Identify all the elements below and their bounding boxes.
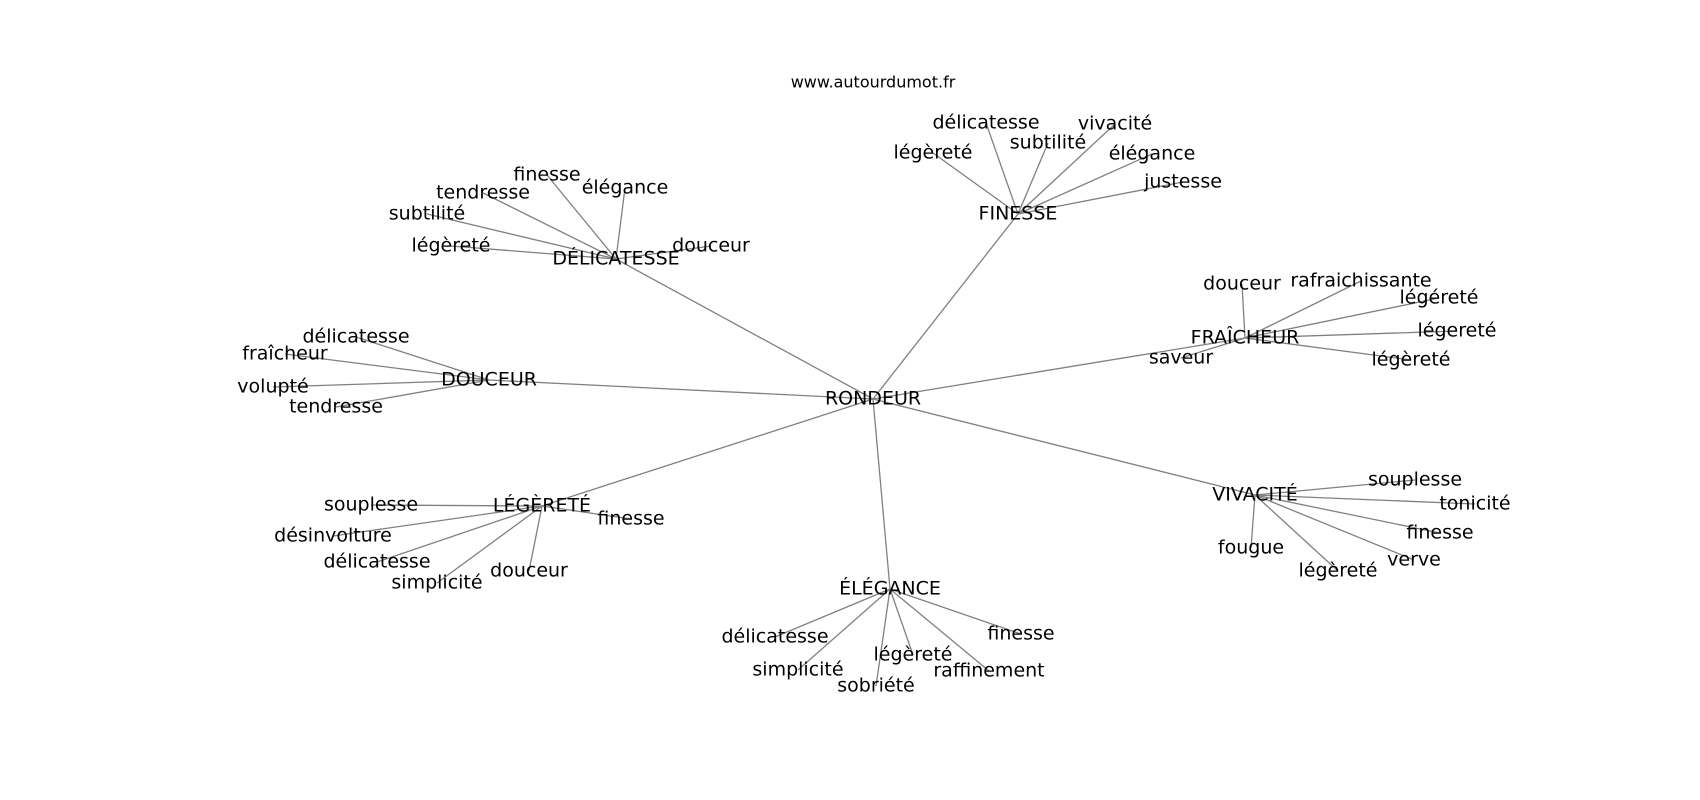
edge-cluster-to-word [436, 505, 543, 584]
word-node[interactable]: délicatesse [932, 112, 1039, 134]
edge-cluster-to-word [1254, 494, 1441, 534]
edge-cluster-to-word [1244, 337, 1412, 361]
word-node[interactable]: douceur [1203, 273, 1281, 295]
word-node[interactable]: légèreté [894, 142, 973, 164]
cluster-node[interactable]: DÉLICATESSE [552, 247, 679, 270]
edge-cluster-to-word [889, 588, 990, 672]
edge-cluster-to-word [272, 379, 490, 388]
word-node[interactable]: légèreté [874, 644, 953, 666]
edge-cluster-to-word [1180, 337, 1246, 359]
word-node[interactable]: délicatesse [302, 326, 409, 348]
edge-cluster-to-word [797, 588, 891, 671]
word-node[interactable]: finesse [513, 164, 580, 186]
cluster-node[interactable]: FINESSE [979, 203, 1058, 225]
graph-labels: www.autourdumot.fr RONDEUR FINESSE délicat… [237, 73, 1510, 697]
word-node[interactable]: finesse [597, 508, 664, 530]
edge-cluster-to-word [889, 588, 1022, 635]
edge-center-to-cluster [872, 213, 1019, 400]
word-node[interactable]: simplicité [391, 572, 482, 594]
word-node[interactable]: légèreté [1299, 560, 1378, 582]
word-node[interactable]: désinvolture [274, 525, 392, 547]
edge-center-to-cluster [872, 337, 1246, 400]
edge-center-to-cluster [541, 398, 874, 507]
edge-cluster-to-word [1017, 142, 1049, 215]
word-node[interactable]: légèreté [412, 235, 491, 257]
edge-cluster-to-word [985, 122, 1019, 215]
center-node[interactable]: RONDEUR [825, 388, 921, 410]
word-node[interactable]: légéreté [1400, 287, 1479, 309]
word-node[interactable]: tendresse [289, 396, 383, 418]
edge-cluster-to-word [1244, 330, 1458, 339]
edge-cluster-to-word [1244, 280, 1362, 339]
edge-cluster-to-word [889, 588, 914, 656]
edge-cluster-to-word [332, 505, 543, 537]
cluster-node[interactable]: VIVACITÉ [1212, 483, 1298, 506]
word-node[interactable]: saveur [1149, 347, 1214, 369]
word-node[interactable]: élégance [1109, 143, 1196, 165]
word-node[interactable]: douceur [490, 560, 568, 582]
word-node[interactable]: raffinement [933, 660, 1044, 682]
graph-edges [272, 122, 1476, 687]
edge-cluster-to-word [528, 505, 543, 572]
word-node[interactable]: fraîcheur [242, 343, 328, 365]
edge-cluster-to-word [1241, 283, 1246, 339]
edge-cluster-to-word [615, 187, 626, 260]
edge-center-to-cluster [488, 379, 874, 400]
edge-cluster-to-word [875, 588, 891, 687]
word-node[interactable]: légereté [1418, 320, 1497, 342]
word-node[interactable]: sobriété [837, 675, 915, 697]
edge-cluster-to-word [426, 213, 617, 260]
word-node[interactable]: simplicité [752, 659, 843, 681]
edge-cluster-to-word [1017, 181, 1184, 215]
edge-cluster-to-word [615, 245, 712, 260]
word-node[interactable]: délicatesse [721, 626, 828, 648]
word-node[interactable]: finesse [1406, 522, 1473, 544]
word-node[interactable]: subtilité [389, 203, 465, 225]
cluster-node[interactable]: ÉLÉGANCE [839, 577, 941, 600]
edge-cluster-to-word [932, 152, 1019, 215]
edge-cluster-to-word [1254, 494, 1339, 572]
site-url: www.autourdumot.fr [791, 73, 956, 92]
word-node[interactable]: tendresse [436, 182, 530, 204]
edge-center-to-cluster [615, 258, 874, 400]
word-node[interactable]: fougue [1218, 537, 1284, 559]
edge-cluster-to-word [541, 505, 632, 520]
edge-cluster-to-word [1244, 297, 1440, 339]
word-node[interactable]: subtilité [1010, 132, 1086, 154]
edge-center-to-cluster [872, 398, 1256, 496]
word-node[interactable]: verve [1387, 549, 1441, 571]
edge-cluster-to-word [1017, 123, 1116, 215]
word-node[interactable]: souplesse [1368, 469, 1462, 491]
edge-cluster-to-word [1017, 153, 1153, 215]
edge-cluster-to-word [450, 245, 617, 260]
edge-cluster-to-word [1250, 494, 1256, 549]
edge-cluster-to-word [370, 504, 543, 507]
edge-center-to-cluster [872, 398, 891, 590]
word-node[interactable]: douceur [672, 235, 750, 257]
word-node[interactable]: justesse [1143, 171, 1222, 193]
word-node[interactable]: finesse [987, 623, 1054, 645]
cluster-node[interactable]: DOUCEUR [441, 369, 537, 391]
edge-cluster-to-word [546, 174, 617, 260]
edge-cluster-to-word [774, 588, 891, 638]
word-node[interactable]: délicatesse [323, 551, 430, 573]
word-node[interactable]: élégance [582, 177, 669, 199]
word-node[interactable]: rafraichissante [1290, 270, 1431, 292]
edge-cluster-to-word [376, 505, 543, 563]
edge-cluster-to-word [482, 192, 617, 260]
word-node[interactable]: tonicité [1439, 493, 1510, 515]
word-node[interactable]: volupté [237, 376, 308, 398]
edge-cluster-to-word [1254, 479, 1416, 496]
cluster-node[interactable]: LÉGÈRETÉ [493, 494, 591, 517]
word-node[interactable]: souplesse [324, 494, 418, 516]
edge-cluster-to-word [1254, 494, 1415, 561]
edge-cluster-to-word [355, 336, 490, 381]
cluster-node[interactable]: FRAÎCHEUR [1191, 326, 1300, 349]
edge-cluster-to-word [1254, 494, 1476, 505]
edge-cluster-to-word [335, 379, 490, 408]
word-node[interactable]: légèreté [1372, 349, 1451, 371]
edge-cluster-to-word [284, 353, 490, 381]
word-node[interactable]: vivacité [1078, 113, 1152, 135]
